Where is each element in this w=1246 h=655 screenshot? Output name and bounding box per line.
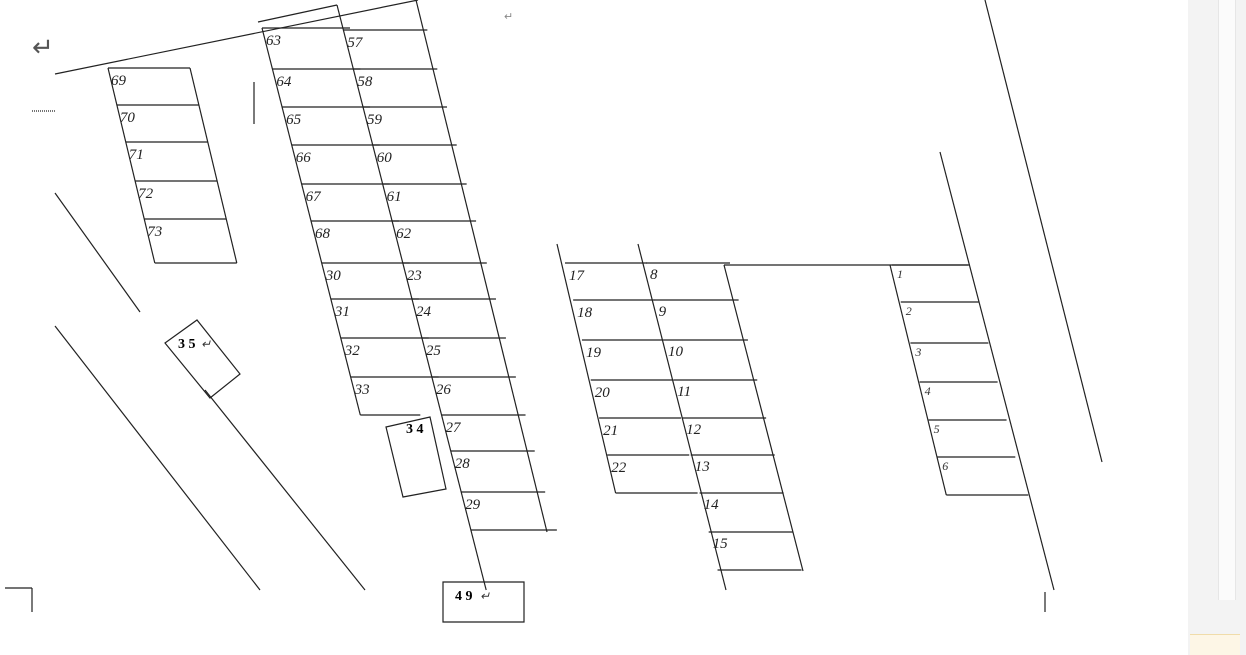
lot-number: 33 bbox=[354, 382, 370, 398]
lot-number: 60 bbox=[377, 150, 393, 166]
lot-number: 11 bbox=[677, 384, 691, 400]
lot-number: 14 bbox=[704, 497, 720, 513]
column-edge bbox=[415, 0, 548, 533]
column-edge bbox=[889, 264, 947, 496]
lot-number: 22 bbox=[611, 460, 627, 476]
lot-number: 68 bbox=[315, 226, 331, 242]
status-corner-mark bbox=[1190, 634, 1240, 655]
box-34 bbox=[385, 416, 447, 498]
box-34-label: 3 4 bbox=[406, 422, 424, 437]
box-35-label: 3 5 bbox=[178, 337, 196, 352]
lot-number: 65 bbox=[286, 112, 302, 128]
lot-number: 70 bbox=[120, 110, 136, 126]
column-edge bbox=[107, 67, 156, 264]
lot-number: 30 bbox=[325, 268, 342, 284]
road-edge bbox=[54, 192, 141, 313]
column-edge bbox=[189, 67, 238, 264]
column-edge bbox=[556, 243, 617, 494]
lot-number: 31 bbox=[334, 304, 350, 320]
lot-number: 13 bbox=[695, 459, 710, 475]
lot-number: 57 bbox=[347, 35, 364, 51]
lot-number: 29 bbox=[465, 497, 481, 513]
column-edge bbox=[723, 264, 804, 572]
lot-number: 67 bbox=[306, 189, 323, 205]
lot-number: 4 bbox=[925, 384, 931, 398]
lot-number: 12 bbox=[686, 422, 702, 438]
lot-number: 2 bbox=[906, 304, 912, 318]
lot-number: 58 bbox=[357, 74, 373, 90]
road-edge bbox=[204, 389, 366, 591]
paragraph-mark: ↵ bbox=[201, 337, 211, 351]
lot-number: 21 bbox=[603, 423, 618, 439]
lot-number: 20 bbox=[595, 385, 611, 401]
paragraph-mark: ↵ bbox=[480, 589, 490, 603]
lot-number: 23 bbox=[407, 268, 422, 284]
lot-number: 73 bbox=[147, 224, 162, 240]
lot-number: 66 bbox=[296, 150, 312, 166]
lot-number: 69 bbox=[111, 73, 127, 89]
lot-number: 27 bbox=[446, 420, 463, 436]
lot-number: 10 bbox=[668, 344, 684, 360]
lot-number: 18 bbox=[577, 305, 593, 321]
road-edge bbox=[54, 325, 261, 591]
lot-number: 59 bbox=[367, 112, 383, 128]
lot-number: 1 bbox=[897, 267, 903, 281]
lot-number: 15 bbox=[713, 536, 729, 552]
lot-number: 25 bbox=[426, 343, 442, 359]
lot-number: 26 bbox=[436, 382, 452, 398]
lot-number: 24 bbox=[416, 304, 432, 320]
lot-number: 19 bbox=[586, 345, 602, 361]
lot-number: 32 bbox=[344, 343, 361, 359]
lot-number: 62 bbox=[396, 226, 412, 242]
box-49-label: 4 9 bbox=[455, 589, 473, 604]
lot-number: 64 bbox=[276, 74, 292, 90]
site-boundary bbox=[984, 0, 1103, 463]
paragraph-mark: ↵ bbox=[504, 11, 513, 23]
lot-number: 63 bbox=[266, 33, 281, 49]
lot-number: 28 bbox=[455, 456, 471, 472]
column-edge-middle bbox=[336, 4, 487, 591]
parking-lot-map: 6970717273636465666768303132335758596061… bbox=[5, 0, 1103, 623]
column-edge bbox=[939, 151, 1055, 591]
return-arrow-icon: ↵ bbox=[32, 33, 54, 62]
site-boundary bbox=[54, 0, 419, 75]
lot-number: 8 bbox=[650, 267, 658, 283]
lot-number: 6 bbox=[942, 459, 948, 473]
lot-number: 71 bbox=[129, 147, 144, 163]
scrollbar-track[interactable] bbox=[1218, 0, 1236, 600]
site-boundary bbox=[257, 4, 338, 23]
lot-number: 9 bbox=[659, 304, 667, 320]
box-49 bbox=[442, 581, 525, 623]
lot-number: 3 bbox=[914, 345, 921, 359]
lot-number: 17 bbox=[569, 268, 586, 284]
lot-number: 5 bbox=[934, 422, 940, 436]
box-35 bbox=[164, 319, 241, 399]
lot-number: 61 bbox=[387, 189, 402, 205]
lot-number: 72 bbox=[138, 186, 154, 202]
vertical-scrollbar[interactable] bbox=[1188, 0, 1246, 655]
